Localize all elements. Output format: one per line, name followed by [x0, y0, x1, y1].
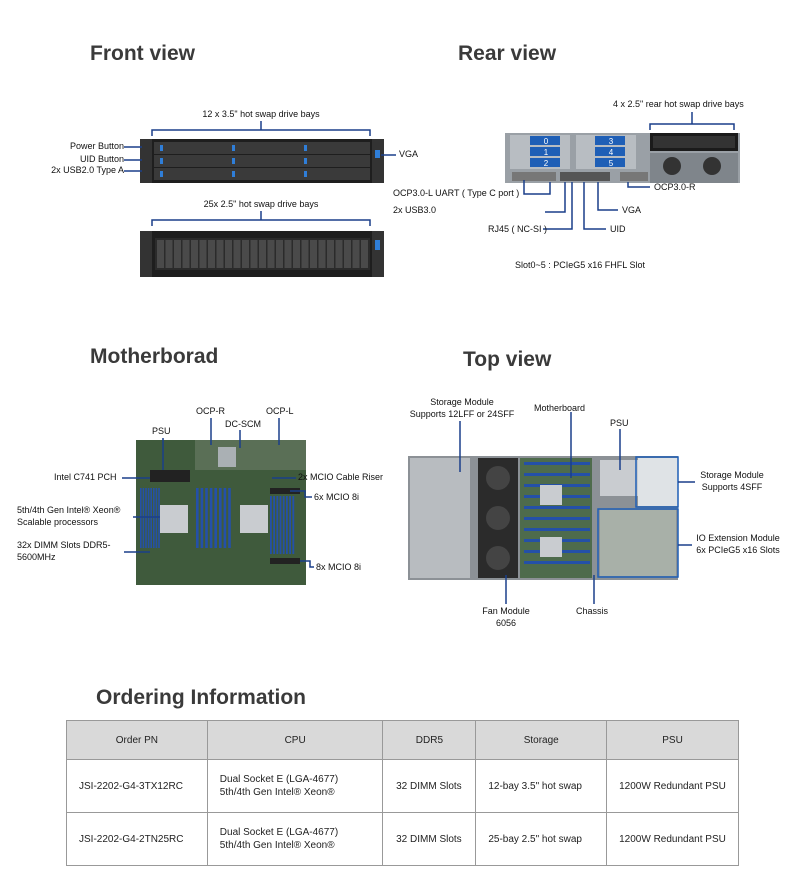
top-storage-module: [410, 458, 470, 578]
cell-cpu-line-1: Dual Socket E (LGA-4677): [219, 827, 339, 838]
mb-psu-label: PSU: [152, 426, 171, 436]
top-fan-label-1: Fan Module: [482, 606, 530, 616]
ocp-r-label: OCP3.0-R: [654, 182, 696, 192]
slot-2-label: 2: [543, 159, 549, 168]
slot-4-label: 4: [608, 148, 614, 157]
motherboard-title: Motherborad: [90, 345, 219, 368]
mb-dimm-label-2: 5600MHz: [17, 552, 56, 562]
cell-psu: 1200W Redundant PSU: [606, 812, 739, 866]
cell-storage: 25-bay 2.5" hot swap: [475, 812, 608, 866]
header-psu: PSU: [606, 720, 739, 760]
cell-ddr5: 32 DIMM Slots: [382, 759, 477, 813]
top-chassis-label: Chassis: [576, 606, 609, 616]
ocp-l-uart-label: OCP3.0-L UART ( Type C port ): [393, 188, 520, 198]
mb-ocp-l-label: OCP-L: [266, 406, 294, 416]
rear-slot-badges: [530, 136, 625, 167]
mb-mcio8-label: 8x MCIO 8i: [316, 562, 362, 572]
rear-vga-label: VGA: [622, 205, 642, 215]
top-io-module: [600, 510, 676, 576]
mb-pch-label: Intel C741 PCH: [54, 472, 117, 482]
slot-info-label: Slot0~5 : PCIeG5 x16 FHFL Slot: [515, 260, 645, 270]
front-vga-label: VGA: [399, 149, 419, 159]
cell-cpu: Dual Socket E (LGA-4677) 5th/4th Gen Inte…: [206, 812, 384, 866]
rear-uid-label: UID: [610, 224, 626, 234]
top-motherboard-label: Motherboard: [534, 403, 586, 413]
table-header-row: Order PN CPU DDR5 Storage PSU: [66, 720, 739, 760]
cell-order-pn: JSI-2202-G4-3TX12RC: [66, 759, 208, 813]
table-row: JSI-2202-G4-2TN25RC Dual Socket E (LGA-4…: [66, 812, 739, 866]
slot-0-label: 0: [543, 137, 549, 146]
front-25bay-label: 25x 2.5" hot swap drive bays: [203, 199, 319, 209]
ordering-table: Order PN CPU DDR5 Storage PSU JSI-2202-G…: [66, 720, 739, 866]
cpu-socket-right: [240, 505, 268, 533]
top-io-label-2: 6x PCIeG5 x16 Slots: [696, 545, 780, 555]
mb-cpu-label-2: Scalable processors: [17, 517, 99, 527]
top-psu-label: PSU: [610, 418, 629, 428]
ordering-title: Ordering Information: [96, 686, 306, 709]
cell-psu: 1200W Redundant PSU: [606, 759, 739, 813]
table-row: JSI-2202-G4-3TX12RC Dual Socket E (LGA-4…: [66, 759, 739, 813]
header-ddr5: DDR5: [382, 720, 477, 760]
power-button-label: Power Button: [69, 141, 124, 151]
top-sm4-label-1: Storage Module: [700, 470, 764, 480]
rear-bays-label: 4 x 2.5" rear hot swap drive bays: [613, 99, 744, 109]
rear-view-title: Rear view: [458, 42, 557, 65]
top-view-title: Top view: [463, 348, 552, 371]
front-drive-bays-12: [154, 142, 370, 180]
slot-3-label: 3: [608, 137, 614, 146]
rj45-label: RJ45 ( NC-SI ): [488, 224, 548, 234]
header-storage: Storage: [475, 720, 608, 760]
cell-ddr5: 32 DIMM Slots: [382, 812, 477, 866]
top-io-label-1: IO Extension Module: [696, 533, 780, 543]
usb2-label: 2x USB2.0 Type A: [51, 165, 124, 175]
top-sm4-label-2: Supports 4SFF: [701, 482, 763, 492]
mb-dcscm-label: DC-SCM: [225, 419, 261, 429]
mb-riser-label: 2x MCIO Cable Riser: [298, 472, 384, 482]
header-cpu: CPU: [206, 720, 384, 760]
mb-mcio6-label: 6x MCIO 8i: [314, 492, 360, 502]
cell-order-pn: JSI-2202-G4-2TN25RC: [66, 812, 208, 866]
slot-1-label: 1: [543, 148, 549, 157]
cell-cpu-line-1: Dual Socket E (LGA-4677): [219, 774, 339, 785]
cell-storage: 12-bay 3.5" hot swap: [475, 759, 608, 813]
uid-button-label: UID Button: [79, 154, 124, 164]
top-storage-label-2: Supports 12LFF or 24SFF: [409, 409, 515, 419]
top-psu: [600, 460, 638, 496]
mb-dimm-label-1: 32x DIMM Slots DDR5-: [17, 540, 111, 550]
slot-5-label: 5: [608, 159, 614, 168]
cpu-socket-left: [160, 505, 188, 533]
top-storage-label-1: Storage Module: [430, 397, 494, 407]
header-order-pn: Order PN: [66, 720, 208, 760]
front-12bay-label: 12 x 3.5" hot swap drive bays: [202, 109, 320, 119]
usb3-label: 2x USB3.0: [393, 205, 437, 215]
mb-cpu-label-1: 5th/4th Gen Intel® Xeon®: [17, 505, 121, 515]
cell-cpu: Dual Socket E (LGA-4677) 5th/4th Gen Inte…: [206, 759, 384, 813]
mb-ocp-r-label: OCP-R: [196, 406, 225, 416]
cell-cpu-line-2: 5th/4th Gen Intel® Xeon®: [219, 787, 335, 798]
cell-cpu-line-2: 5th/4th Gen Intel® Xeon®: [219, 840, 335, 851]
top-fan-label-2: 6056: [495, 618, 517, 628]
front-view-title: Front view: [90, 42, 196, 65]
